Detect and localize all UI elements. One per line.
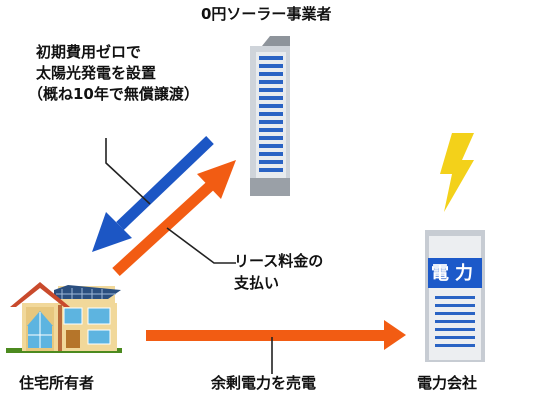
surplus-arrow-head bbox=[384, 320, 406, 350]
lease-flow-label: リース料金の 支払い bbox=[234, 250, 323, 294]
installation-flow-label: 初期費用ゼロで 太陽光発電を設置 （概ね10年で無償譲渡） bbox=[28, 42, 199, 105]
utility-label: 電力会社 bbox=[417, 374, 478, 392]
surplus-sale-label: 余剰電力を売電 bbox=[211, 374, 317, 392]
lightning-bolt-icon bbox=[440, 133, 474, 212]
installation-flow-line: 太陽光発電を設置 bbox=[36, 64, 157, 82]
provider-label: 0円ソーラー事業者 bbox=[201, 5, 332, 23]
installation-flow-line: （概ね10年で無償譲渡） bbox=[28, 85, 199, 103]
homeowner-label: 住宅所有者 bbox=[19, 374, 95, 392]
surplus-arrow-shaft bbox=[146, 330, 386, 341]
house-with-solar-panels-icon bbox=[6, 282, 122, 353]
utility-building-icon bbox=[425, 230, 485, 362]
lease-flow-line: リース料金の bbox=[234, 252, 324, 270]
lease-arrow-head bbox=[197, 160, 236, 199]
installation-arrow-head bbox=[92, 212, 132, 252]
lease-leader-line bbox=[166, 227, 236, 264]
installation-arrow-shaft bbox=[116, 136, 214, 230]
installation-leader-line bbox=[105, 138, 151, 205]
installation-flow-line: 初期費用ゼロで bbox=[36, 43, 142, 61]
lease-flow-line: 支払い bbox=[234, 274, 280, 292]
provider-building-icon bbox=[250, 36, 290, 196]
utility-sign-text: 電力 bbox=[431, 263, 479, 284]
lease-arrow-shaft bbox=[112, 181, 214, 277]
